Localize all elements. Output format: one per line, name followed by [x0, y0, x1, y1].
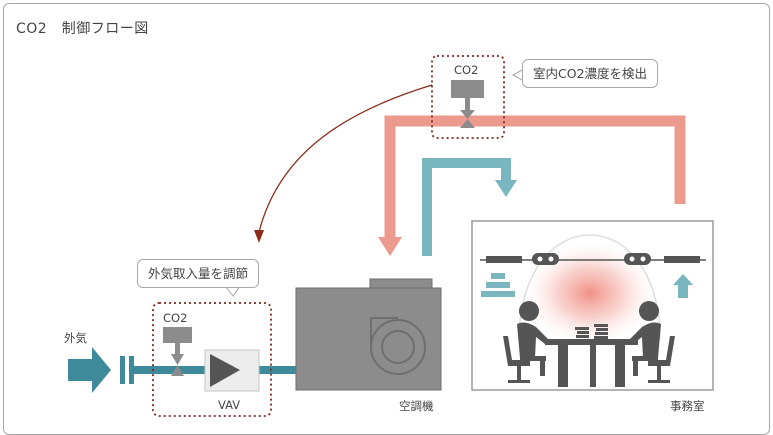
outdoor-air-arrow — [68, 347, 111, 393]
co2-sensor-top — [431, 55, 505, 139]
callout-sensor: 室内CO2濃度を検出 — [522, 59, 659, 88]
outdoor-air-inlet — [68, 347, 296, 393]
return-air-duct — [378, 115, 686, 256]
outside-air-label: 外気 — [64, 331, 87, 345]
vav-label: VAV — [218, 398, 241, 412]
supply-air-arrow — [495, 180, 517, 197]
diagram-title: CO2 制御フロー図 — [16, 21, 149, 37]
ahu-label: 空調機 — [399, 399, 434, 413]
return-air-arrow — [378, 237, 402, 256]
office-room — [471, 220, 714, 391]
vav-damper-group — [152, 302, 272, 417]
co2-sensor-label-left: CO2 — [163, 311, 188, 325]
air-handling-unit — [295, 278, 442, 391]
office-label: 事務室 — [670, 399, 705, 413]
co2-sensor-label-top: CO2 — [454, 63, 479, 77]
supply-air-duct — [422, 158, 517, 256]
callout-damper: 外気取入量を調節 — [137, 259, 260, 288]
co2-control-diagram — [68, 55, 714, 417]
control-signal-arrow — [254, 84, 433, 243]
